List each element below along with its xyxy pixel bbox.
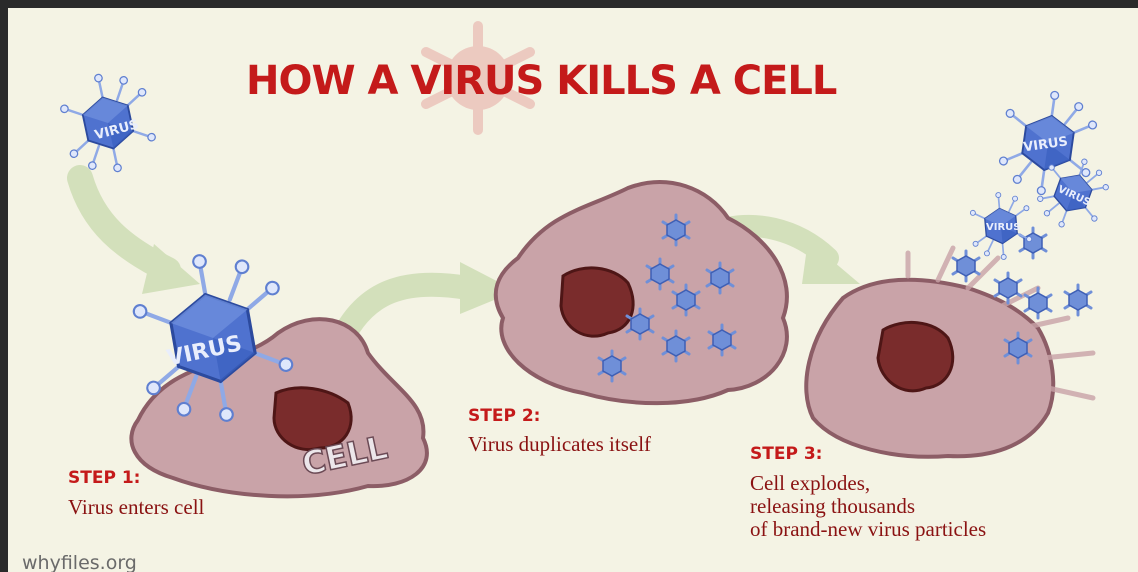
step-1-heading: STEP 1: xyxy=(68,468,140,488)
nucleus-icon xyxy=(561,268,633,336)
infographic: CELL V xyxy=(8,8,1138,572)
step-2-heading: STEP 2: xyxy=(468,406,540,426)
step-3-text: Cell explodes, releasing thousands of br… xyxy=(750,472,986,541)
step-1-text: Virus enters cell xyxy=(68,496,204,519)
step-3-heading: STEP 3: xyxy=(750,444,822,464)
nucleus-icon xyxy=(878,322,953,390)
site-credit: whyfiles.org xyxy=(22,552,137,572)
step-2-text: Virus duplicates itself xyxy=(468,433,651,456)
virus-icon xyxy=(55,65,161,180)
virus-label: VIRUS xyxy=(986,222,1020,233)
page-title: HOW A VIRUS KILLS A CELL xyxy=(246,58,836,104)
